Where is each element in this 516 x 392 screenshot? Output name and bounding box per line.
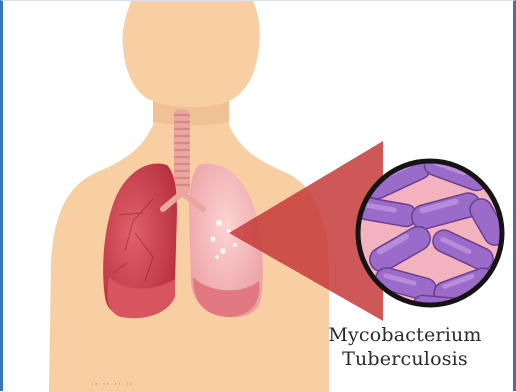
caption-fragment: ·· ·· ·· ·· bbox=[91, 380, 133, 390]
organism-label-line1: Mycobacterium bbox=[325, 323, 485, 347]
organism-label-line2: Tuberculosis bbox=[325, 347, 485, 371]
trachea bbox=[174, 109, 190, 195]
